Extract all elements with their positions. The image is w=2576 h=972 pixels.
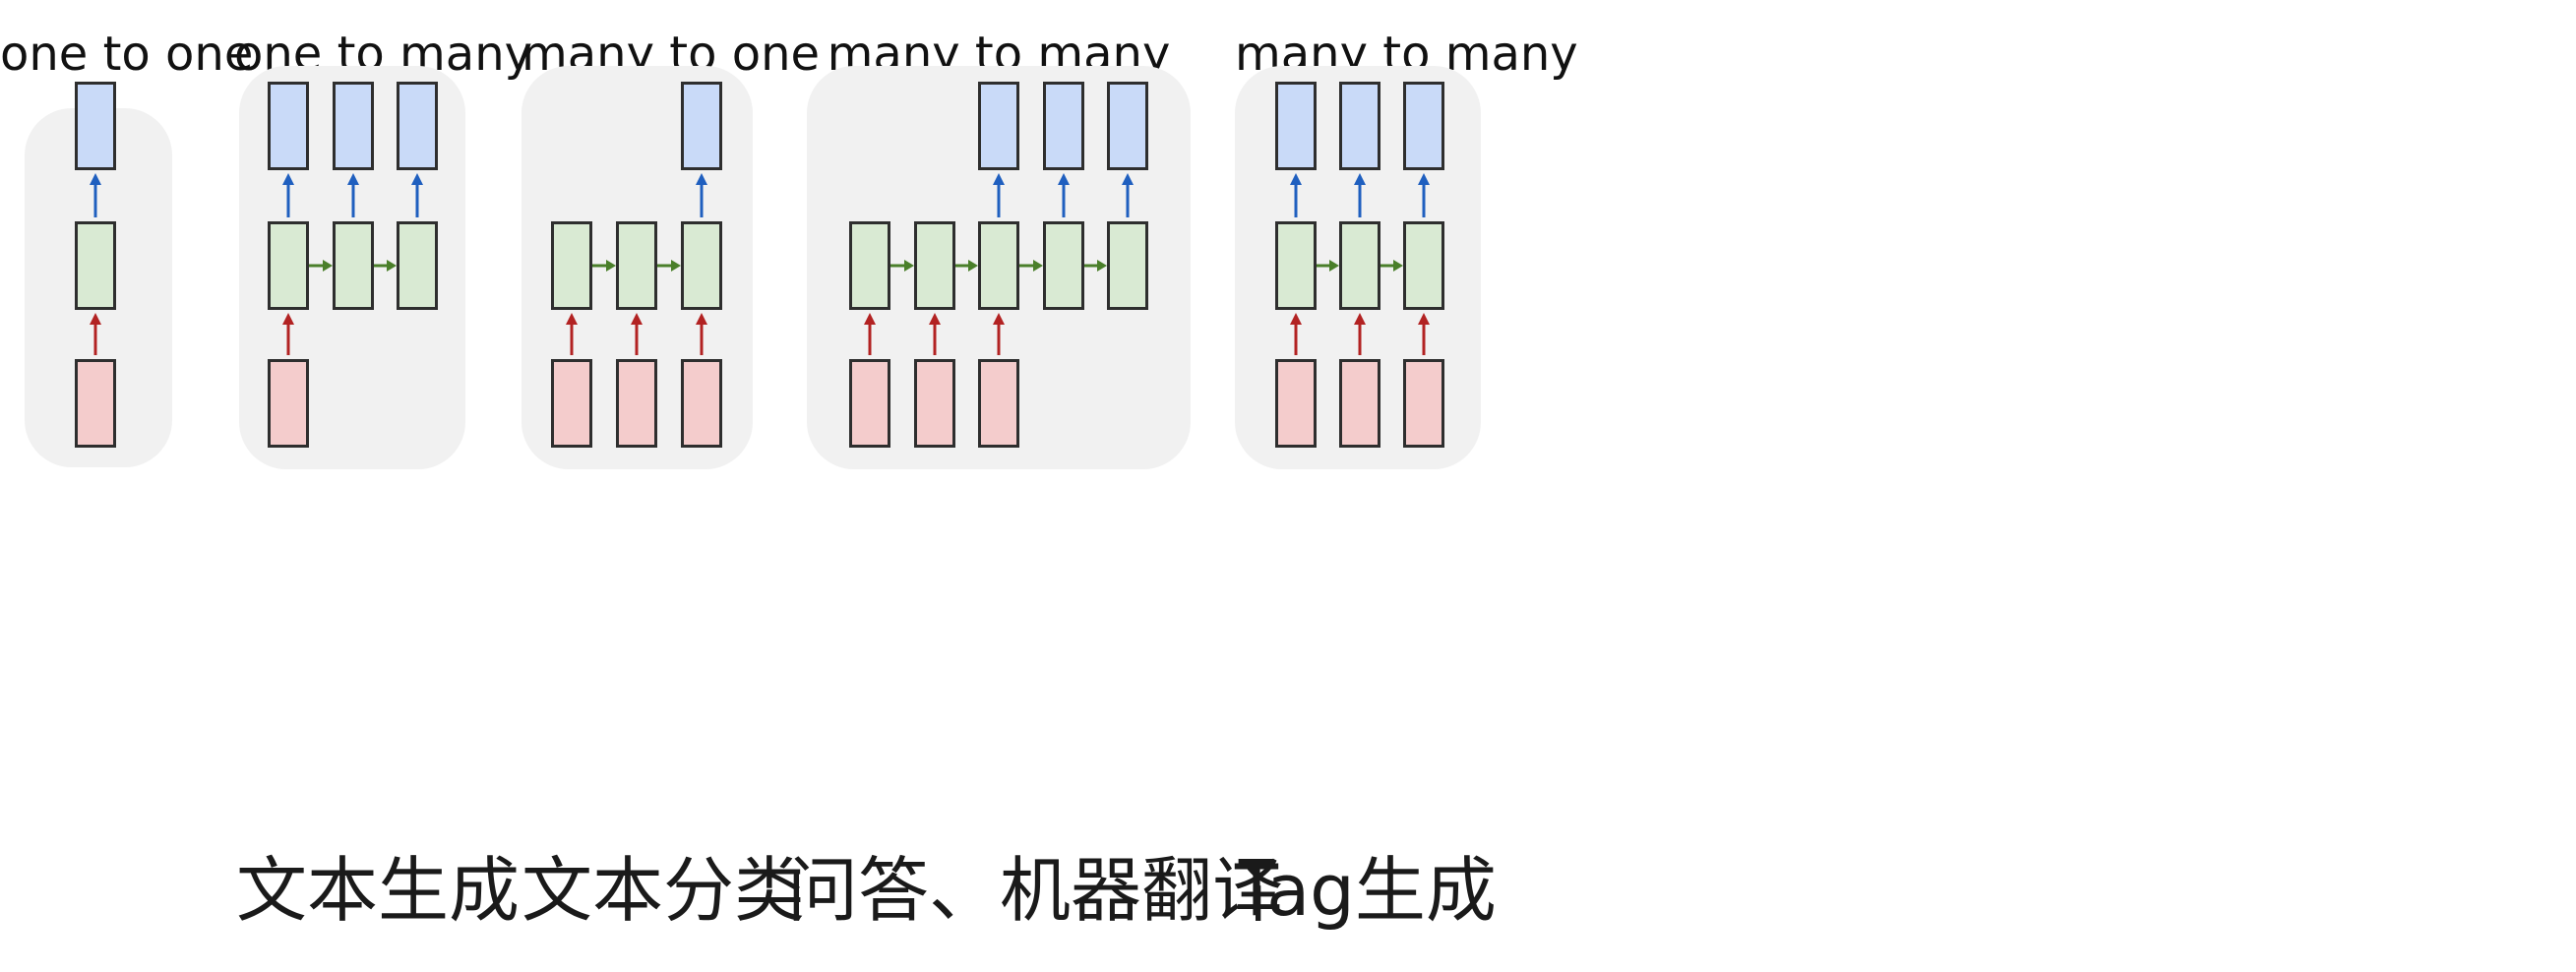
hidden-cell	[75, 221, 116, 310]
input-cell	[978, 359, 1019, 448]
input-cell	[75, 359, 116, 448]
output-cell	[397, 82, 438, 170]
hidden-cell	[268, 221, 309, 310]
output-cell	[1403, 82, 1444, 170]
hidden-cell	[1107, 221, 1148, 310]
input-cell	[681, 359, 722, 448]
hidden-cell	[1043, 221, 1084, 310]
hidden-cell	[616, 221, 657, 310]
hidden-cell	[681, 221, 722, 310]
hidden-cell	[333, 221, 374, 310]
input-cell	[1403, 359, 1444, 448]
input-cell	[1339, 359, 1380, 448]
hidden-cell	[914, 221, 955, 310]
output-cell	[978, 82, 1019, 170]
input-cell	[551, 359, 592, 448]
hidden-cell	[1339, 221, 1380, 310]
input-cell	[849, 359, 890, 448]
hidden-cell	[551, 221, 592, 310]
hidden-cell	[978, 221, 1019, 310]
up-arrow-input-head	[90, 313, 101, 325]
hidden-cell	[849, 221, 890, 310]
panel-caption: Tag生成	[1235, 849, 1497, 932]
input-cell	[914, 359, 955, 448]
input-cell	[268, 359, 309, 448]
hidden-cell	[397, 221, 438, 310]
output-cell	[75, 82, 116, 170]
hidden-cell	[1403, 221, 1444, 310]
hidden-cell	[1275, 221, 1317, 310]
panel-caption: 问答、机器翻译	[787, 849, 1284, 932]
output-cell	[268, 82, 309, 170]
up-arrow-output-head	[90, 173, 101, 185]
output-cell	[1043, 82, 1084, 170]
output-cell	[1275, 82, 1317, 170]
output-cell	[1339, 82, 1380, 170]
input-cell	[616, 359, 657, 448]
input-cell	[1275, 359, 1317, 448]
output-cell	[333, 82, 374, 170]
output-cell	[1107, 82, 1148, 170]
output-cell	[681, 82, 722, 170]
